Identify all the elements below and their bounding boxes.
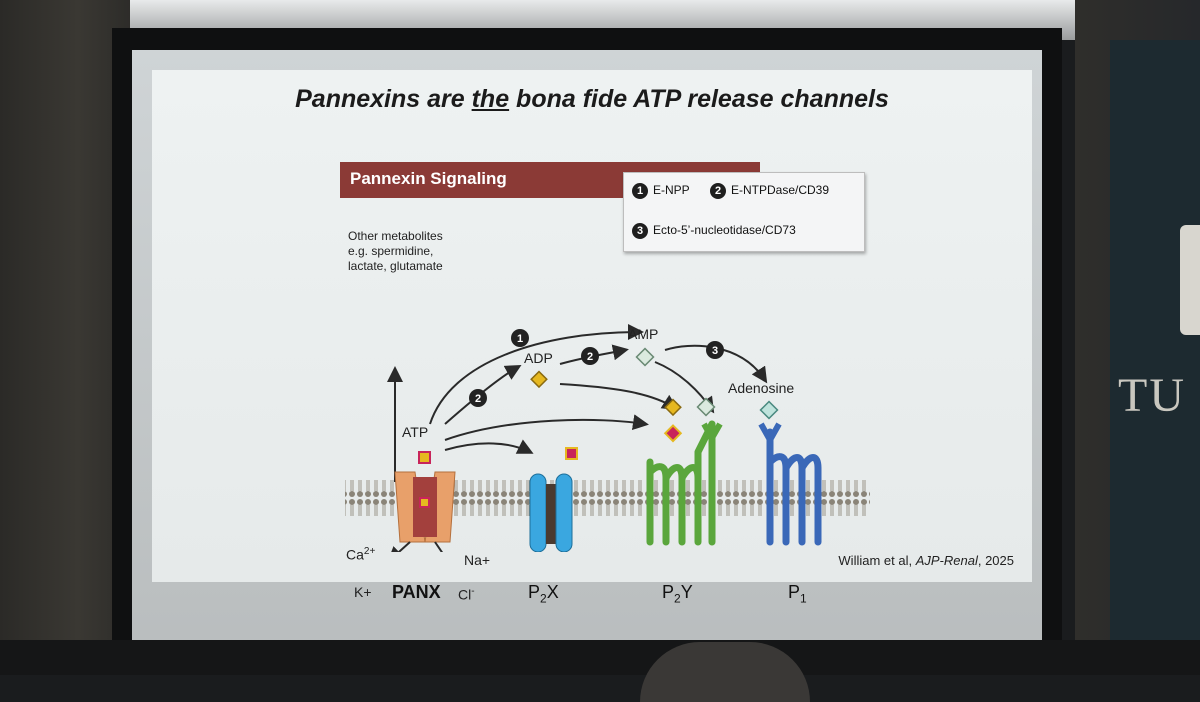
panx-atp bbox=[418, 451, 431, 464]
p2y-receptor bbox=[646, 420, 716, 546]
step-2-badge bbox=[469, 389, 487, 407]
p1-binding-site bbox=[758, 422, 782, 447]
audience-area bbox=[0, 640, 1200, 675]
na-label: Na+ bbox=[464, 552, 491, 568]
adp-label: ADP bbox=[524, 350, 553, 366]
p2y-binding-site bbox=[701, 422, 723, 445]
p2x-pore bbox=[546, 484, 556, 544]
cl-label: Cl- bbox=[458, 586, 475, 603]
p2x-label: P2X bbox=[528, 582, 559, 606]
arrow-atp-amp bbox=[429, 324, 644, 425]
arrow-atp-adp bbox=[444, 365, 522, 425]
pathway-diagram: 1 2 2 3 bbox=[345, 324, 870, 552]
svg-text:3: 3 bbox=[712, 345, 718, 357]
atp-marker bbox=[565, 447, 578, 460]
metabolites-label: Other metabolites e.g. spermidine, lacta… bbox=[348, 229, 443, 273]
panx-label: PANX bbox=[392, 582, 441, 602]
step-1-badge bbox=[511, 329, 529, 347]
step-3-badge bbox=[706, 341, 724, 359]
amp-marker-p2y bbox=[696, 397, 716, 417]
presentation-slide: Pannexins are the bona fide ATP release … bbox=[152, 70, 1032, 606]
atp-label: ATP bbox=[402, 424, 429, 440]
svg-text:2: 2 bbox=[587, 351, 593, 363]
wall-sign-text: TU bbox=[1118, 369, 1186, 422]
slide-title: Pannexins are the bona fide ATP release … bbox=[295, 85, 889, 113]
adp-marker bbox=[530, 370, 548, 389]
left-wall bbox=[0, 0, 130, 675]
figure-banner-title: Pannexin Signaling bbox=[350, 169, 507, 188]
svg-text:1: 1 bbox=[517, 333, 523, 345]
arrow-atp-p2x bbox=[444, 439, 534, 454]
amp-label: AMP bbox=[628, 326, 659, 342]
step-2b-badge bbox=[581, 347, 599, 365]
university-crest bbox=[1180, 225, 1200, 335]
citation: William et al, AJP-Renal, 2025 bbox=[838, 553, 1014, 568]
p2x-right bbox=[555, 473, 573, 552]
k-label: K+ bbox=[354, 584, 372, 600]
p2x-left bbox=[529, 473, 547, 552]
adenosine-label: Adenosine bbox=[728, 380, 795, 396]
adenosine-marker bbox=[759, 400, 779, 420]
amp-marker bbox=[635, 347, 655, 367]
adp-marker-p2y bbox=[664, 398, 682, 417]
p1-receptor bbox=[766, 428, 822, 546]
ca-label: Ca2+ bbox=[346, 546, 376, 563]
arrow-atp-p2y bbox=[444, 414, 649, 441]
title-emphasis: the bbox=[471, 85, 510, 113]
p1-label: P1 bbox=[788, 582, 807, 606]
svg-text:2: 2 bbox=[475, 393, 481, 405]
atp-marker-p2y bbox=[663, 424, 683, 443]
arrow-adp-p2y bbox=[559, 383, 679, 411]
p2y-label: P2Y bbox=[662, 582, 693, 606]
wall-sign-panel bbox=[1110, 40, 1200, 675]
